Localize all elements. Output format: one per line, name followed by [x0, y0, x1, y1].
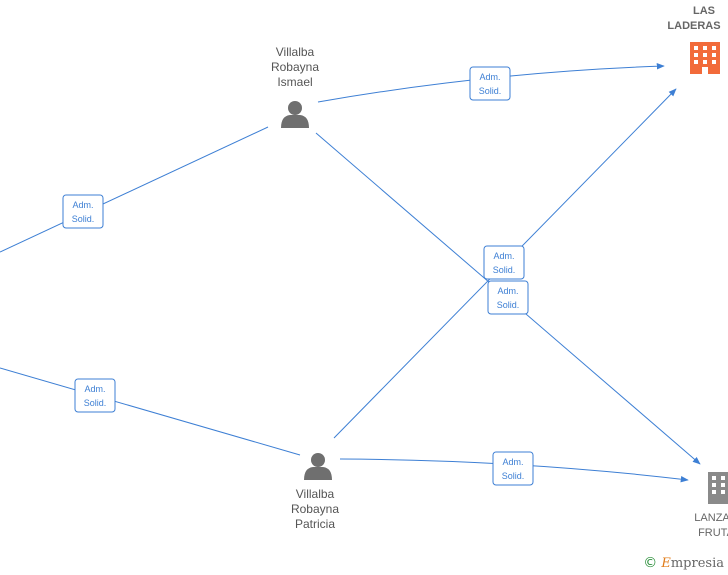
person-name-line-3: Ismael [277, 75, 312, 89]
company-node-lanzar[interactable]: LANZAR FRUTA [694, 472, 728, 539]
brand-initial: E [661, 556, 671, 571]
empresia-watermark: © Empresia [643, 555, 724, 571]
company-name-line-1: LAS [693, 5, 715, 17]
copyright-icon: © [643, 555, 658, 571]
badge-line-1: Adm. [479, 72, 500, 82]
edges [0, 63, 701, 483]
company-name-line-2: FRUTA [698, 527, 728, 539]
person-name-line-2: Robayna [291, 502, 339, 516]
company-name-line-2: LADERAS [667, 20, 720, 32]
badge-line-1: Adm. [493, 251, 514, 261]
edge-offscreen-to-ismael [0, 126, 269, 253]
badge-line-2: Solid. [84, 398, 107, 408]
badge-line-2: Solid. [502, 471, 525, 481]
brand-name: mpresia [670, 556, 724, 571]
badge-line-1: Adm. [72, 200, 93, 210]
relation-badge[interactable]: Adm. Solid. [74, 378, 116, 413]
person-name-line-2: Robayna [271, 60, 319, 74]
company-name-line-1: LANZAR [694, 512, 728, 524]
person-name-line-1: Villalba [276, 45, 315, 59]
person-icon [281, 101, 309, 128]
relation-badge[interactable]: Adm. Solid. [492, 451, 534, 486]
badge-line-2: Solid. [479, 86, 502, 96]
relation-badge[interactable]: Adm. Solid. [62, 194, 104, 229]
badge-line-2: Solid. [493, 265, 516, 275]
relation-badge[interactable]: Adm. Solid. [487, 280, 529, 315]
relation-badge[interactable]: Adm. Solid. [483, 245, 525, 280]
person-node-patricia[interactable]: Villalba Robayna Patricia [291, 453, 339, 531]
relation-badge[interactable]: Adm. Solid. [469, 66, 511, 101]
building-icon [690, 42, 720, 74]
building-icon [708, 472, 728, 504]
badge-line-2: Solid. [72, 214, 95, 224]
person-name-line-1: Villalba [296, 487, 335, 501]
company-node-laderas[interactable]: LAS LADERAS [667, 5, 721, 74]
person-name-line-3: Patricia [295, 517, 335, 531]
person-node-ismael[interactable]: Villalba Robayna Ismael [271, 45, 319, 128]
edge-offscreen-to-patricia [0, 367, 301, 456]
person-icon [304, 453, 332, 480]
badge-line-1: Adm. [497, 286, 518, 296]
badge-line-1: Adm. [502, 457, 523, 467]
badge-line-2: Solid. [497, 300, 520, 310]
badge-line-1: Adm. [84, 384, 105, 394]
